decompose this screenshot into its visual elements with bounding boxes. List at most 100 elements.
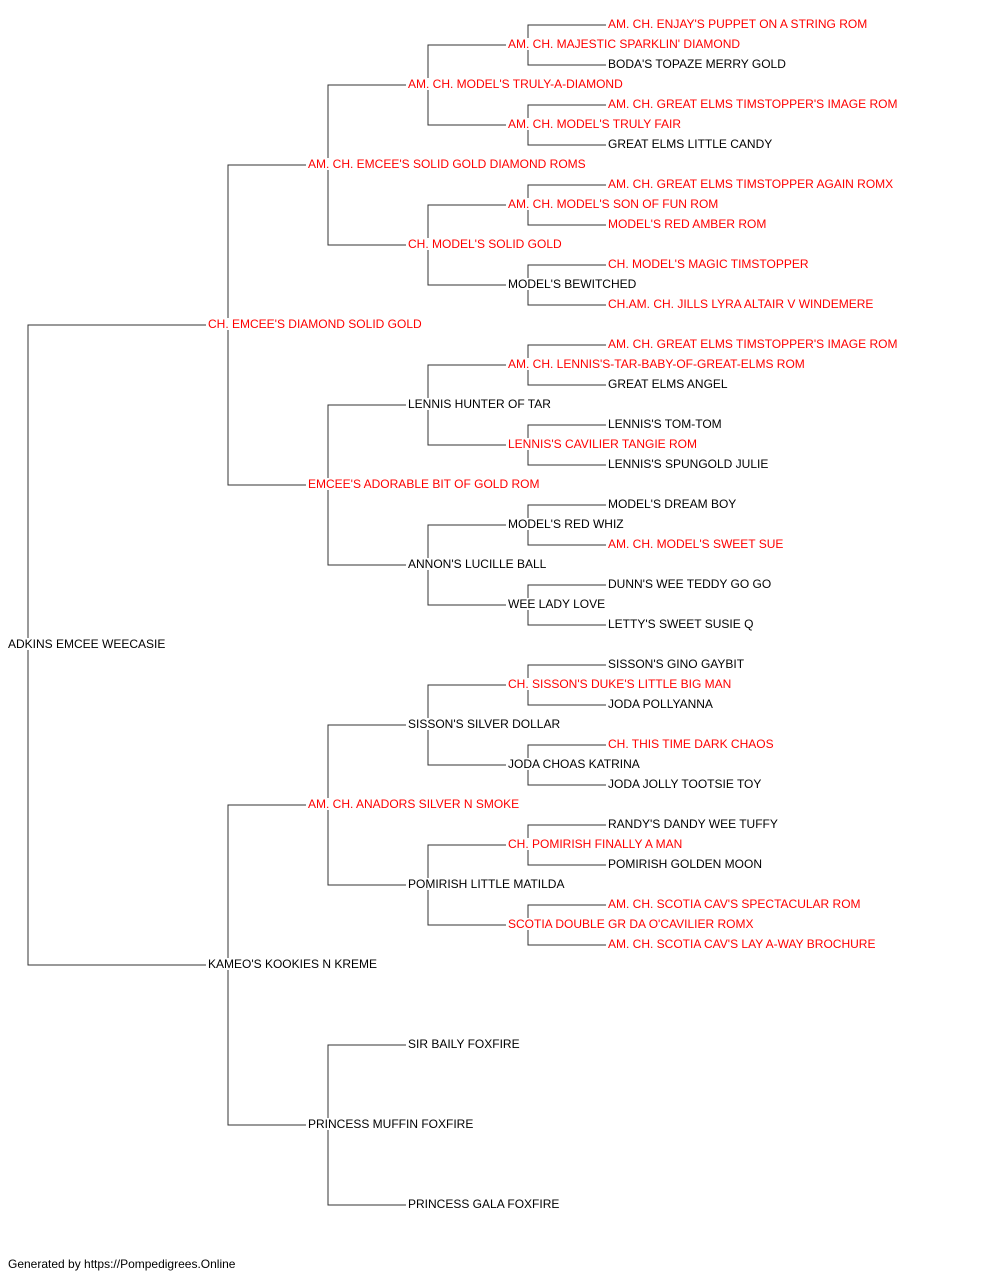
pedigree-entry-gen5-sire-dam-sire-dam-sire: LENNIS'S TOM-TOM <box>608 417 722 431</box>
pedigree-entry-gen5-sire-sire-sire-sire-dam: BODA'S TOPAZE MERRY GOLD <box>608 57 786 71</box>
pedigree-entry-gen4-dam-sire-dam-sire: CH. POMIRISH FINALLY A MAN <box>508 837 682 851</box>
connector-sire-dam-sire-sire-dam <box>527 370 606 386</box>
connector-sire-dam-sire-dam-sire <box>527 424 606 438</box>
pedigree-entry-gen3-sire-sire-sire: AM. CH. MODEL'S TRULY-A-DIAMOND <box>408 77 623 91</box>
pedigree-entry-gen5-sire-dam-sire-sire-sire: AM. CH. GREAT ELMS TIMSTOPPER'S IMAGE RO… <box>608 337 897 351</box>
connector-sire-sire-sire-sire-dam <box>527 50 606 66</box>
connector-sire-dam-dam-dam-dam <box>527 610 606 626</box>
pedigree-entry-gen5-sire-sire-dam-sire-sire: AM. CH. GREAT ELMS TIMSTOPPER AGAIN ROMX <box>608 177 893 191</box>
pedigree-entry-gen5-sire-sire-dam-dam-dam: CH.AM. CH. JILLS LYRA ALTAIR V WINDEMERE <box>608 297 873 311</box>
connector-sire-dam-dam <box>327 490 406 566</box>
pedigree-entry-gen3-dam-sire-sire: SISSON'S SILVER DOLLAR <box>408 717 560 731</box>
connector-sire-dam-dam-sire-sire <box>527 504 606 518</box>
connector-dam-sire-sire-sire-sire <box>527 664 606 678</box>
connector-dam-sire-sire-dam-sire <box>527 744 606 758</box>
connector-sire-dam-sire-dam-dam <box>527 450 606 466</box>
connector-sire <box>27 324 206 638</box>
pedigree-entry-gen5-sire-sire-sire-sire-sire: AM. CH. ENJAY'S PUPPET ON A STRING ROM <box>608 17 867 31</box>
pedigree-entry-gen5-sire-dam-sire-sire-dam: GREAT ELMS ANGEL <box>608 377 728 391</box>
pedigree-entry-gen5-sire-sire-dam-dam-sire: CH. MODEL'S MAGIC TIMSTOPPER <box>608 257 809 271</box>
connector-dam-sire-dam-dam <box>427 890 506 926</box>
pedigree-entry-gen3-dam-sire-dam: POMIRISH LITTLE MATILDA <box>408 877 564 891</box>
connector-sire-sire-dam-dam-dam <box>527 290 606 306</box>
connector-sire-sire-sire-dam-sire <box>527 104 606 118</box>
connector-sire-sire-sire-dam-dam <box>527 130 606 146</box>
pedigree-entry-gen5-sire-dam-dam-sire-dam: AM. CH. MODEL'S SWEET SUE <box>608 537 783 551</box>
connector-sire-dam-dam-dam <box>427 570 506 606</box>
connector-sire-sire-sire-sire-sire <box>527 24 606 38</box>
pedigree-entry-gen4-dam-sire-sire-dam: JODA CHOAS KATRINA <box>508 757 640 771</box>
connector-sire-dam-sire-sire-sire <box>527 344 606 358</box>
connector-sire-sire-sire-dam <box>427 90 506 126</box>
connector-sire-dam-sire-sire <box>427 364 506 398</box>
pedigree-entry-gen4-sire-dam-dam-sire: MODEL'S RED WHIZ <box>508 517 624 531</box>
pedigree-entry-gen4-dam-sire-sire-sire: CH. SISSON'S DUKE'S LITTLE BIG MAN <box>508 677 731 691</box>
connector-dam-sire-sire-dam <box>427 730 506 766</box>
pedigree-entry-gen4-sire-dam-sire-dam: LENNIS'S CAVILIER TANGIE ROM <box>508 437 697 451</box>
pedigree-entry-gen3-sire-dam-dam: ANNON'S LUCILLE BALL <box>408 557 547 571</box>
connector-dam-sire-sire-sire-dam <box>527 690 606 706</box>
connector-sire-sire-dam-sire-dam <box>527 210 606 226</box>
connector-sire-sire-dam-sire <box>427 204 506 238</box>
connector-dam-sire-sire-sire <box>427 684 506 718</box>
pedigree-entry-gen5-sire-dam-dam-dam-dam: LETTY'S SWEET SUSIE Q <box>608 617 753 631</box>
connector-sire-dam-dam-sire-dam <box>527 530 606 546</box>
pedigree-entry-gen5-dam-sire-dam-dam-sire: AM. CH. SCOTIA CAV'S SPECTACULAR ROM <box>608 897 861 911</box>
connector-dam-dam <box>227 970 306 1126</box>
pedigree-entry-gen2-dam-sire: AM. CH. ANADORS SILVER N SMOKE <box>308 797 519 811</box>
pedigree-entry-gen2-sire-dam: EMCEE'S ADORABLE BIT OF GOLD ROM <box>308 477 539 491</box>
pedigree-entry-gen2-sire-sire: AM. CH. EMCEE'S SOLID GOLD DIAMOND ROMS <box>308 157 586 171</box>
pedigree-entry-gen3-dam-dam-dam: PRINCESS GALA FOXFIRE <box>408 1197 559 1211</box>
connector-dam-sire-dam <box>327 810 406 886</box>
connector-dam-sire <box>227 804 306 958</box>
pedigree-entry-gen3-sire-sire-dam: CH. MODEL'S SOLID GOLD <box>408 237 562 251</box>
connector-sire-sire-dam-sire-sire <box>527 184 606 198</box>
pedigree-entry-gen4-sire-sire-sire-sire: AM. CH. MAJESTIC SPARKLIN' DIAMOND <box>508 37 740 51</box>
connector-dam-sire-dam-sire-dam <box>527 850 606 866</box>
pedigree-entry-gen0: ADKINS EMCEE WEECASIE <box>8 637 165 651</box>
pedigree-entry-gen4-sire-sire-dam-dam: MODEL'S BEWITCHED <box>508 277 637 291</box>
connector-dam-sire-sire-dam-dam <box>527 770 606 786</box>
connector-dam <box>27 650 206 966</box>
connector-sire-sire-sire <box>327 84 406 158</box>
connector-sire-dam-sire-dam <box>427 410 506 446</box>
pedigree-entry-gen1-dam: KAMEO'S KOOKIES N KREME <box>208 957 377 971</box>
pedigree-entry-gen4-sire-dam-sire-sire: AM. CH. LENNIS'S-TAR-BABY-OF-GREAT-ELMS … <box>508 357 805 371</box>
pedigree-entry-gen5-dam-sire-dam-dam-dam: AM. CH. SCOTIA CAV'S LAY A-WAY BROCHURE <box>608 937 875 951</box>
pedigree-entry-gen3-sire-dam-sire: LENNIS HUNTER OF TAR <box>408 397 551 411</box>
connector-sire-sire-dam-dam <box>427 250 506 286</box>
pedigree-entry-gen5-sire-sire-sire-dam-dam: GREAT ELMS LITTLE CANDY <box>608 137 772 151</box>
footer-credit: Generated by https://Pompedigrees.Online <box>8 1257 236 1271</box>
connector-sire-dam <box>227 330 306 486</box>
pedigree-entry-gen5-dam-sire-dam-sire-dam: POMIRISH GOLDEN MOON <box>608 857 762 871</box>
connector-dam-sire-dam-sire-sire <box>527 824 606 838</box>
pedigree-entry-gen5-sire-dam-sire-dam-dam: LENNIS'S SPUNGOLD JULIE <box>608 457 768 471</box>
connector-sire-sire-dam-dam-sire <box>527 264 606 278</box>
pedigree-entry-gen4-sire-dam-dam-dam: WEE LADY LOVE <box>508 597 605 611</box>
pedigree-entry-gen3-dam-dam-sire: SIR BAILY FOXFIRE <box>408 1037 520 1051</box>
pedigree-entry-gen4-sire-sire-sire-dam: AM. CH. MODEL'S TRULY FAIR <box>508 117 681 131</box>
connector-dam-dam-sire <box>327 1044 406 1118</box>
connector-dam-dam-dam <box>327 1130 406 1206</box>
pedigree-entry-gen5-sire-dam-dam-dam-sire: DUNN'S WEE TEDDY GO GO <box>608 577 771 591</box>
pedigree-entry-gen5-dam-sire-sire-sire-sire: SISSON'S GINO GAYBIT <box>608 657 745 671</box>
connector-dam-sire-sire <box>327 724 406 798</box>
pedigree-entry-gen2-dam-dam: PRINCESS MUFFIN FOXFIRE <box>308 1117 473 1131</box>
pedigree-entry-gen5-sire-dam-dam-sire-sire: MODEL'S DREAM BOY <box>608 497 736 511</box>
connector-sire-dam-dam-sire <box>427 524 506 558</box>
connector-sire-sire-sire-sire <box>427 44 506 78</box>
pedigree-entry-gen5-dam-sire-sire-sire-dam: JODA POLLYANNA <box>608 697 713 711</box>
connector-dam-sire-dam-dam-sire <box>527 904 606 918</box>
connector-sire-sire-dam <box>327 170 406 246</box>
pedigree-entry-gen5-dam-sire-sire-dam-sire: CH. THIS TIME DARK CHAOS <box>608 737 774 751</box>
pedigree-entry-gen1-sire: CH. EMCEE'S DIAMOND SOLID GOLD <box>208 317 422 331</box>
connector-sire-dam-dam-dam-sire <box>527 584 606 598</box>
connector-dam-sire-dam-dam-dam <box>527 930 606 946</box>
pedigree-entry-gen5-dam-sire-sire-dam-dam: JODA JOLLY TOOTSIE TOY <box>608 777 761 791</box>
connector-sire-sire <box>227 164 306 318</box>
pedigree-entry-gen5-sire-sire-dam-sire-dam: MODEL'S RED AMBER ROM <box>608 217 766 231</box>
pedigree-entry-gen5-sire-sire-sire-dam-sire: AM. CH. GREAT ELMS TIMSTOPPER'S IMAGE RO… <box>608 97 897 111</box>
pedigree-entry-gen4-dam-sire-dam-dam: SCOTIA DOUBLE GR DA O'CAVILIER ROMX <box>508 917 753 931</box>
connector-dam-sire-dam-sire <box>427 844 506 878</box>
